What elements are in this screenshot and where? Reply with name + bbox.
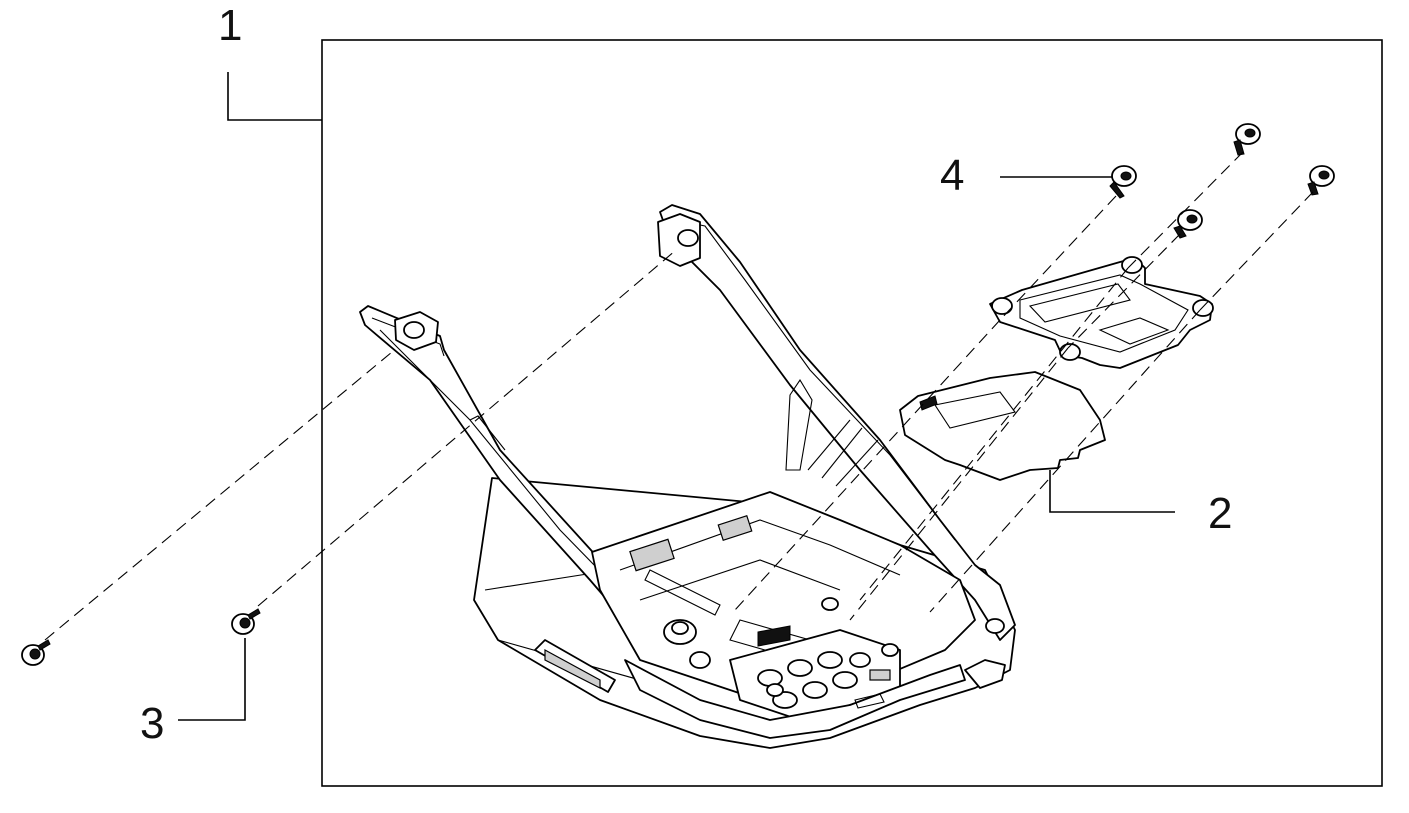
screw-3a xyxy=(21,639,51,666)
callout-label-2: 2 xyxy=(1208,489,1233,538)
callout-label-1: 1 xyxy=(218,1,243,50)
item-4-screws xyxy=(1109,123,1335,239)
screw-4d xyxy=(1307,165,1335,196)
leader-line-1 xyxy=(227,72,322,121)
screw-4c xyxy=(1173,209,1203,239)
callout-label-3: 3 xyxy=(140,699,165,748)
front-cover-housing xyxy=(359,204,1016,749)
screw-3b xyxy=(231,608,261,635)
mounting-bracket xyxy=(989,256,1214,369)
keypad-area xyxy=(729,629,901,721)
leader-line-3 xyxy=(178,638,246,721)
leader-line-2 xyxy=(1049,470,1175,513)
screw-4b xyxy=(1233,123,1261,156)
item-2-plate xyxy=(899,371,1106,481)
item-3-screws xyxy=(21,608,261,666)
assembly-frame xyxy=(321,39,1383,787)
alignment-lines xyxy=(44,151,1314,641)
callout-label-4: 4 xyxy=(940,151,965,200)
screw-4a xyxy=(1109,165,1137,199)
